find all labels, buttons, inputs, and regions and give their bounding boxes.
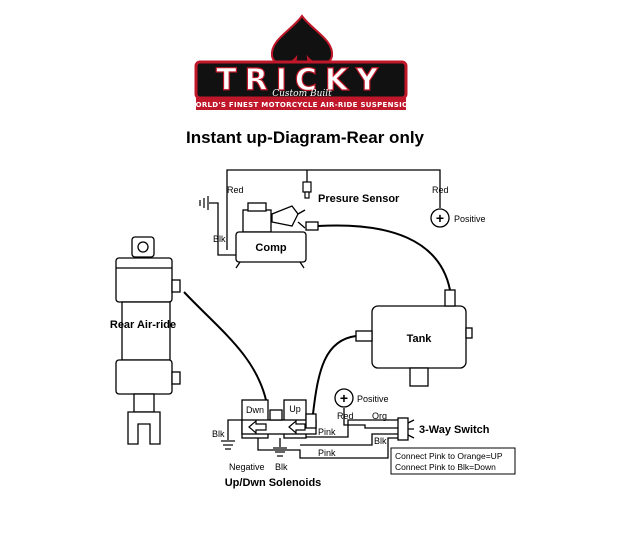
label-three-way-switch: 3-Way Switch xyxy=(419,424,490,436)
label-rear-air-ride: Rear Air-ride xyxy=(110,319,176,331)
tank-outlet xyxy=(355,330,373,342)
positive-top-sign: + xyxy=(436,210,444,226)
label-solenoids: Up/Dwn Solenoids xyxy=(225,477,322,489)
arrow-left-icon xyxy=(248,419,267,435)
positive-terminal-top: + xyxy=(430,208,450,228)
ground-symbol-center xyxy=(273,447,287,457)
compressor-head xyxy=(242,209,272,233)
air-ride-fitting xyxy=(171,279,181,293)
hose-airride-solenoid xyxy=(183,291,267,401)
label-org: Org xyxy=(372,411,387,421)
hose-tank-solenoid xyxy=(312,335,357,415)
ground-symbol-left xyxy=(221,440,235,450)
compressor-fitting xyxy=(305,221,319,231)
rear-air-ride xyxy=(115,236,181,445)
label-comp: Comp xyxy=(255,242,286,254)
tank-drain xyxy=(409,367,429,387)
tricky-logo: TRICKY Custom Built WORLD'S FINEST MOTOR… xyxy=(188,14,415,110)
label-up: Up xyxy=(289,404,301,414)
wire-blk-switch xyxy=(300,433,398,446)
hose-comp-tank xyxy=(317,224,451,291)
compressor-top xyxy=(247,202,267,212)
wire-blk-sol-left xyxy=(227,419,244,440)
logo-brand: TRICKY xyxy=(216,63,386,98)
wires xyxy=(183,169,451,459)
tank-inlet xyxy=(444,289,456,307)
label-red-right: Red xyxy=(432,185,449,195)
label-pink-upper: Pink xyxy=(318,427,336,437)
positive-terminal-mid: + xyxy=(334,388,354,408)
wire-red-mid xyxy=(343,408,398,429)
label-red-top: Red xyxy=(227,185,244,195)
positive-mid-icon xyxy=(334,388,354,408)
label-dwn: Dwn xyxy=(246,405,264,415)
note-line-2: Connect Pink to Blk=Down xyxy=(395,462,496,472)
three-way-switch xyxy=(397,417,415,441)
compressor-body xyxy=(235,231,307,263)
label-pressure-sensor: Presure Sensor xyxy=(318,193,400,205)
compressor-fan xyxy=(271,205,299,227)
label-tank: Tank xyxy=(407,333,433,345)
logo-tagline: WORLD'S FINEST MOTORCYCLE AIR-RIDE SUSPE… xyxy=(188,101,415,109)
ground-symbol-comp xyxy=(199,196,209,210)
wire-pink-lower xyxy=(257,437,398,459)
arrow-left-icon-2 xyxy=(288,419,306,435)
wire-red-top xyxy=(226,169,441,250)
wire-blk-comp xyxy=(209,202,236,256)
positive-mid-sign: + xyxy=(340,390,348,406)
label-blk-ground: Blk xyxy=(275,462,288,472)
label-pink-lower: Pink xyxy=(318,448,336,458)
diagram-title: Instant up-Diagram-Rear only xyxy=(186,128,425,147)
logo-tagline-bar xyxy=(196,98,406,110)
label-blk-comp: Blk xyxy=(213,234,226,244)
label-red-mid: Red xyxy=(337,411,354,421)
compressor xyxy=(235,202,319,269)
compressor-outlet xyxy=(297,209,306,229)
label-blk-switch: Blk xyxy=(374,436,387,446)
positive-top-icon xyxy=(430,208,450,228)
label-negative: Negative xyxy=(229,462,265,472)
air-ride-bag xyxy=(115,257,173,303)
logo-script: Custom Built xyxy=(272,89,332,99)
note-line-1: Connect Pink to Orange=UP xyxy=(395,451,503,461)
air-ride-clevis xyxy=(127,411,161,445)
air-ride-mid xyxy=(121,301,171,361)
note-box xyxy=(390,447,516,475)
label-blk-sol: Blk xyxy=(212,429,225,439)
label-positive-mid: Positive xyxy=(357,394,389,404)
label-positive-top: Positive xyxy=(454,214,486,224)
air-ride-lower xyxy=(115,359,173,395)
tank xyxy=(355,289,473,387)
pressure-sensor xyxy=(302,181,312,199)
